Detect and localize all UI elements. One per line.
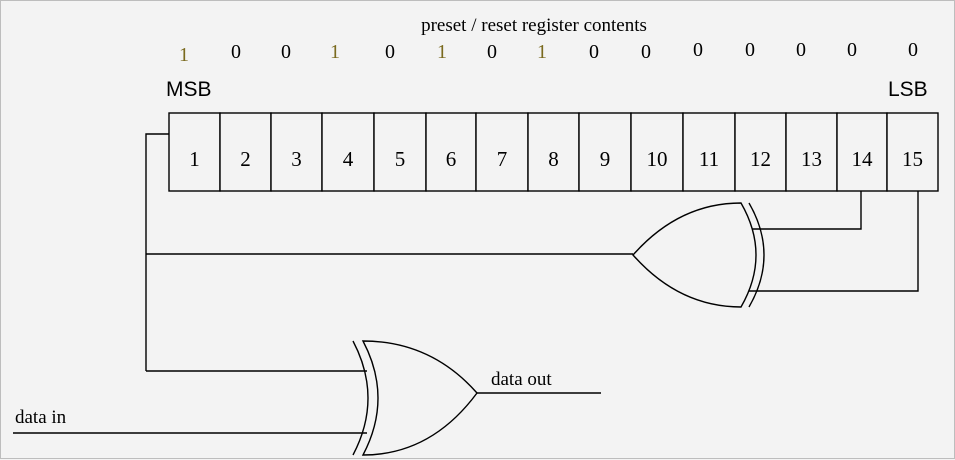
register-cell-label: 3 xyxy=(291,147,302,171)
register-value: 0 xyxy=(847,39,857,61)
register-value: 1 xyxy=(437,41,447,63)
diagram-title: preset / reset register contents xyxy=(421,15,647,36)
register-value: 0 xyxy=(908,39,918,61)
feedback-wire xyxy=(145,133,169,371)
register-value: 0 xyxy=(641,41,651,63)
register-value: 0 xyxy=(796,39,806,61)
register-values: 1 0 0 1 0 1 0 1 0 0 0 0 0 0 0 xyxy=(179,39,918,66)
register-cell-label: 4 xyxy=(343,147,354,171)
register-cell-label: 8 xyxy=(548,147,559,171)
register-cell-label: 9 xyxy=(600,147,611,171)
register-value: 1 xyxy=(179,44,189,66)
register-cell xyxy=(168,112,221,192)
register-cell-label: 12 xyxy=(750,147,771,171)
register-value: 1 xyxy=(537,41,547,63)
register-cell-label: 2 xyxy=(240,147,251,171)
register-cell xyxy=(785,112,838,192)
xor-gate-data xyxy=(352,340,478,456)
register-value: 0 xyxy=(589,41,599,63)
register-cell xyxy=(270,112,323,192)
register-cell xyxy=(425,112,477,192)
tap-15-wire xyxy=(744,191,919,292)
register-cell xyxy=(578,112,632,192)
register-cell-label: 11 xyxy=(699,147,719,171)
register-cell-label: 14 xyxy=(852,147,874,171)
register-cell-label: 7 xyxy=(497,147,508,171)
register-cell-label: 15 xyxy=(902,147,923,171)
data-in-label: data in xyxy=(15,407,67,428)
register-value: 0 xyxy=(231,41,241,63)
register-cell xyxy=(219,112,272,192)
register-value: 0 xyxy=(385,41,395,63)
xor-gate-feedback xyxy=(632,202,765,308)
register-cell xyxy=(373,112,427,192)
register-cell-label: 1 xyxy=(189,147,200,171)
register-cell xyxy=(527,112,580,192)
register-cell xyxy=(475,112,529,192)
register-value: 0 xyxy=(487,41,497,63)
register-cell-label: 5 xyxy=(395,147,406,171)
register-cell xyxy=(836,112,888,192)
tap-14-wire xyxy=(744,191,862,230)
register-cell-label: 13 xyxy=(801,147,822,171)
register-cell xyxy=(886,112,939,192)
register-value: 1 xyxy=(330,41,340,63)
wires xyxy=(13,133,919,434)
register-cell xyxy=(734,112,787,192)
register-cell-label: 6 xyxy=(446,147,457,171)
register-cell xyxy=(630,112,684,192)
register-value: 0 xyxy=(693,39,703,61)
register-value: 0 xyxy=(281,41,291,63)
register-cell-label: 10 xyxy=(647,147,668,171)
register-value: 0 xyxy=(745,39,755,61)
msb-label: MSB xyxy=(166,78,212,101)
lsb-label: LSB xyxy=(888,78,928,101)
data-out-label: data out xyxy=(491,369,552,390)
